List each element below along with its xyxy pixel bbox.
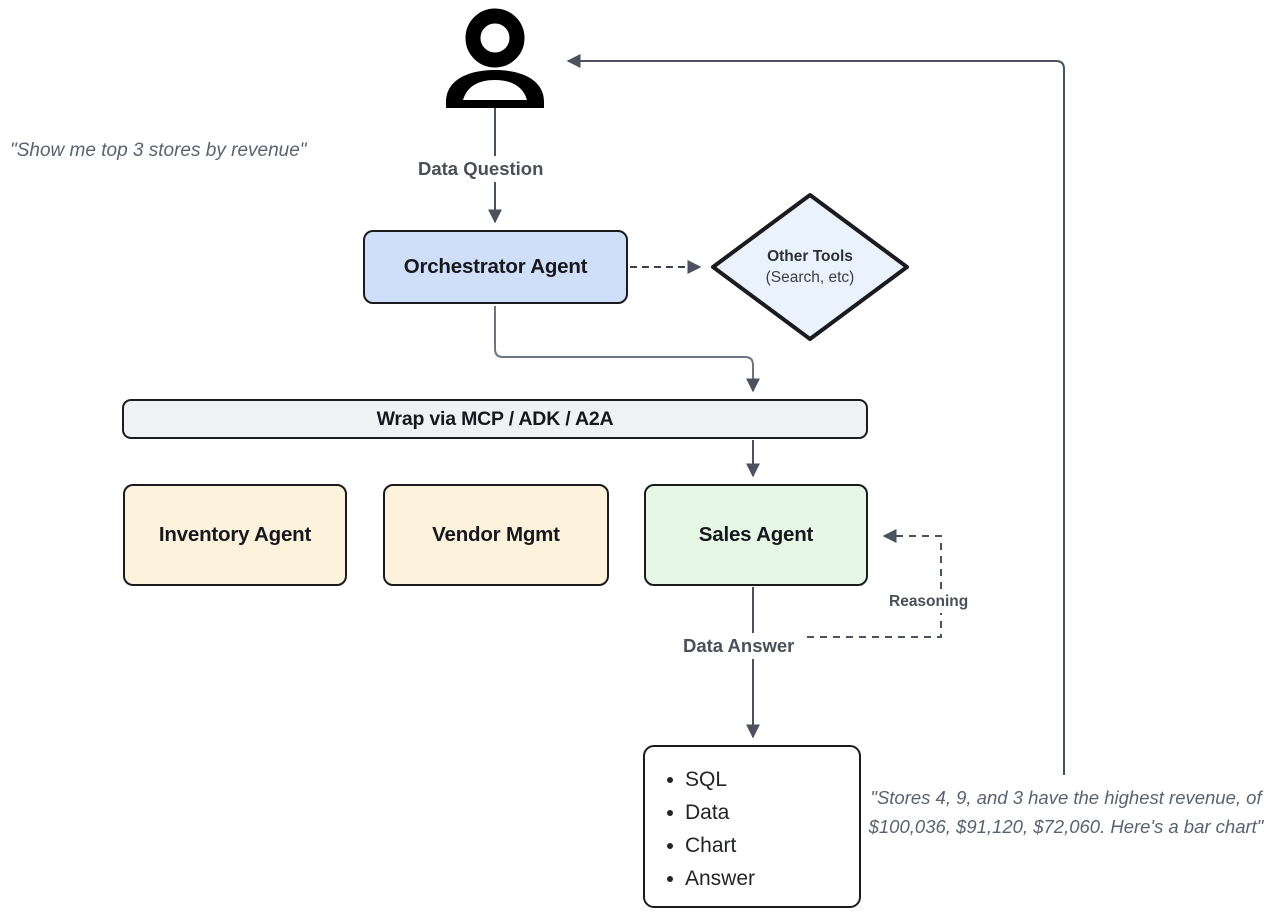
node-mcp-wrapper-bar[interactable]: Wrap via MCP / ADK / A2A — [122, 399, 868, 439]
edge-label-data-answer: Data Answer — [676, 633, 802, 659]
node-sublabel: (Search, etc) — [765, 269, 855, 286]
node-label: Sales Agent — [698, 523, 814, 546]
node-orchestrator-agent[interactable]: Orchestrator Agent — [363, 230, 628, 304]
node-sales-agent[interactable]: Sales Agent — [644, 484, 868, 586]
diamond-shape — [711, 193, 909, 341]
node-inventory-agent[interactable]: Inventory Agent — [123, 484, 347, 586]
user-person-icon — [446, 8, 544, 108]
node-label: Vendor Mgmt — [432, 523, 560, 546]
node-label: Other Tools — [767, 248, 853, 265]
node-label: Wrap via MCP / ADK / A2A — [376, 407, 614, 430]
node-vendor-mgmt[interactable]: Vendor Mgmt — [383, 484, 609, 586]
final-answer-quote: "Stores 4, 9, and 3 have the highest rev… — [868, 787, 1264, 837]
user-request-quote: "Show me top 3 stores by revenue" — [10, 140, 307, 161]
list-item: SQL — [667, 763, 859, 796]
node-other-tools[interactable]: Other Tools (Search, etc) — [707, 189, 913, 345]
edge-label-reasoning: Reasoning — [884, 591, 974, 613]
list-item: Answer — [667, 862, 859, 895]
list-item: Chart — [667, 829, 859, 862]
list-item: Data — [667, 796, 859, 829]
edge-label-data-question: Data Question — [411, 156, 551, 182]
node-label: Inventory Agent — [158, 523, 312, 546]
node-label: Orchestrator Agent — [403, 255, 588, 278]
